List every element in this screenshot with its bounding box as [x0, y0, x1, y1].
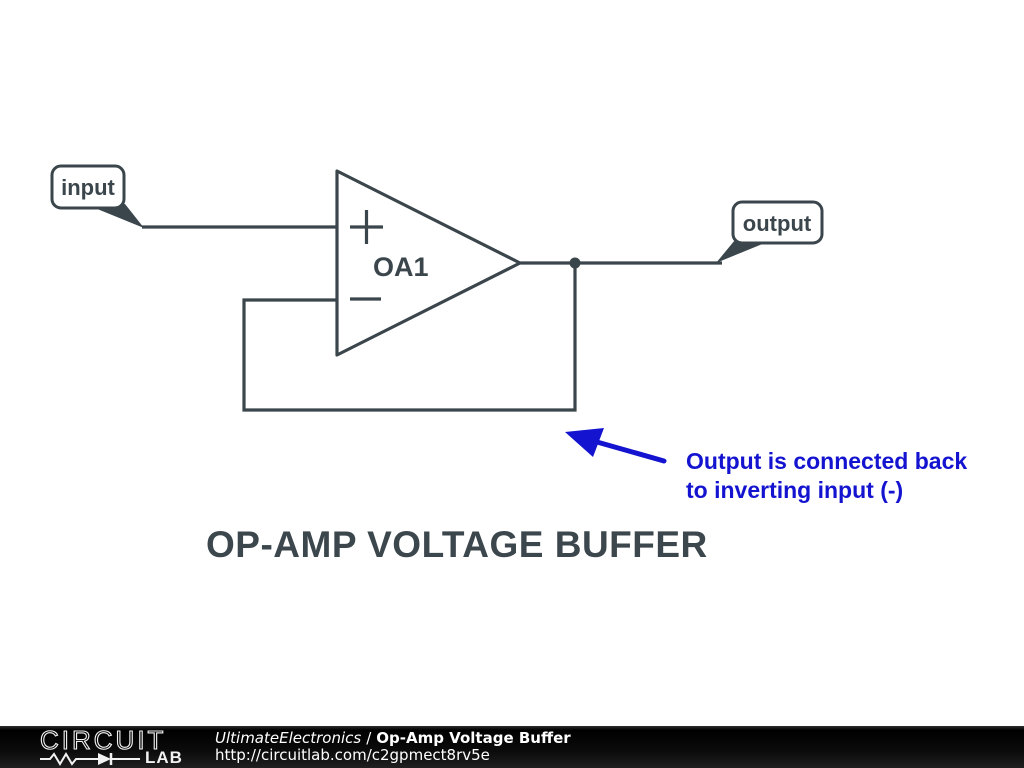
output-label-text: output	[743, 211, 812, 236]
opamp-triangle	[335, 169, 522, 357]
annotation-arrow-icon	[565, 428, 667, 464]
annotation-text: Output is connected back to inverting in…	[686, 447, 967, 505]
net-label-input: input	[50, 164, 144, 228]
annotation-line1: Output is connected back	[686, 448, 968, 474]
logo-lab-text: LAB	[145, 748, 183, 767]
input-label-box	[50, 164, 126, 210]
logo-circuit-text: CIRCUIT	[40, 727, 166, 753]
output-label-tail	[716, 240, 772, 263]
resistor-diode-icon	[40, 752, 140, 766]
schematic-title: OP-AMP VOLTAGE BUFFER	[206, 524, 708, 565]
logo-symbol-row: LAB	[40, 748, 200, 767]
net-label-output: output	[716, 200, 824, 263]
footer-bar: CIRCUIT LAB UltimateElectronics/Op-Amp V…	[0, 726, 1024, 768]
wire-feedback-loop	[242, 263, 577, 412]
footer-line1: UltimateElectronics/Op-Amp Voltage Buffe…	[215, 730, 571, 747]
footer-separator: /	[366, 729, 372, 747]
input-label-tail	[85, 204, 144, 228]
input-label-text: input	[61, 175, 115, 200]
author-name: UltimateElectronics	[215, 729, 362, 747]
circuit-title: Op-Amp Voltage Buffer	[376, 729, 571, 747]
opamp-buffer-schematic: input OA1 output	[50, 164, 824, 464]
circuit-url: http://circuitlab.com/c2gpmect8rv5e	[215, 746, 490, 764]
logo-circuit-wordmark: CIRCUIT	[40, 727, 166, 753]
opamp-oa1: OA1	[335, 169, 522, 357]
opamp-name-text: OA1	[373, 252, 429, 282]
junction-dot	[569, 257, 581, 269]
circuitlab-logo: CIRCUIT LAB	[40, 727, 200, 767]
noninverting-plus-icon	[350, 210, 383, 244]
output-label-box	[731, 200, 824, 245]
annotation-line2: to inverting input (-)	[686, 477, 904, 503]
footer-text-block: UltimateElectronics/Op-Amp Voltage Buffe…	[215, 730, 571, 764]
